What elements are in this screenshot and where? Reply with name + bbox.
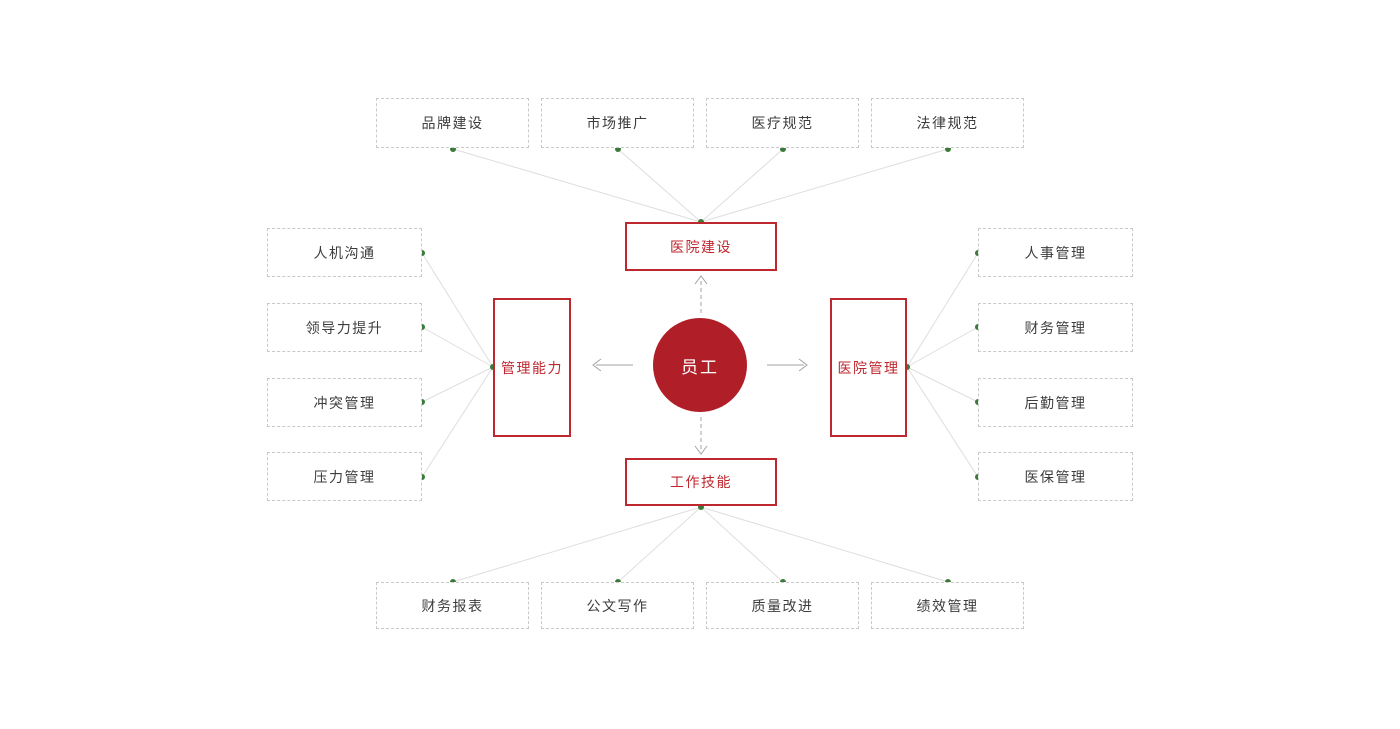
leaf-label: 市场推广: [586, 115, 649, 131]
connector-lines-bottom: [452, 506, 949, 583]
center-node-employee: 员工: [653, 318, 747, 412]
leaf-leadership-improvement: 领导力提升: [267, 303, 422, 352]
arrow-left: [592, 358, 633, 372]
leaf-performance-management: 绩效管理: [871, 582, 1024, 629]
leaf-label: 法律规范: [916, 115, 979, 131]
leaf-stress-management: 压力管理: [267, 452, 422, 501]
center-node-label: 员工: [681, 357, 719, 377]
leaf-label: 公文写作: [586, 597, 649, 614]
arrow-down: [694, 417, 708, 455]
hub-hospital-management: 医院管理: [830, 298, 907, 437]
leaf-logistics-management: 后勤管理: [978, 378, 1133, 427]
leaf-label: 医保管理: [1024, 468, 1087, 485]
leaf-label: 冲突管理: [313, 394, 376, 411]
leaf-label: 领导力提升: [305, 319, 384, 336]
leaf-label: 质量改进: [751, 597, 814, 614]
leaf-label: 绩效管理: [916, 597, 979, 614]
leaf-quality-improvement: 质量改进: [706, 582, 859, 629]
leaf-label: 人机沟通: [313, 244, 376, 261]
leaf-label: 后勤管理: [1024, 394, 1087, 411]
leaf-label: 财务管理: [1024, 319, 1087, 336]
leaf-official-document-writing: 公文写作: [541, 582, 694, 629]
leaf-brand-building: 品牌建设: [376, 98, 529, 148]
connector-lines-top: [452, 148, 949, 223]
connector-lines-left: [421, 252, 494, 478]
arrow-right: [767, 358, 808, 372]
hub-hospital-construction: 医院建设: [625, 222, 777, 271]
leaf-label: 人事管理: [1024, 244, 1087, 261]
leaf-medical-standards: 医疗规范: [706, 98, 859, 148]
connector-lines-right: [906, 252, 979, 478]
hub-label: 医院管理: [837, 359, 900, 376]
leaf-label: 财务报表: [421, 597, 484, 614]
arrow-up: [694, 275, 708, 313]
hub-management-ability: 管理能力: [493, 298, 571, 437]
leaf-financial-statements: 财务报表: [376, 582, 529, 629]
leaf-finance-management: 财务管理: [978, 303, 1133, 352]
leaf-human-machine-communication: 人机沟通: [267, 228, 422, 277]
hub-label: 工作技能: [670, 474, 732, 490]
leaf-label: 品牌建设: [421, 115, 484, 131]
leaf-label: 压力管理: [313, 468, 376, 485]
leaf-market-promotion: 市场推广: [541, 98, 694, 148]
leaf-legal-standards: 法律规范: [871, 98, 1024, 148]
leaf-hr-management: 人事管理: [978, 228, 1133, 277]
hub-work-skills: 工作技能: [625, 458, 777, 506]
leaf-label: 医疗规范: [751, 115, 814, 131]
leaf-conflict-management: 冲突管理: [267, 378, 422, 427]
leaf-medical-insurance-management: 医保管理: [978, 452, 1133, 501]
hub-label: 管理能力: [501, 359, 563, 376]
hub-label: 医院建设: [670, 238, 732, 255]
